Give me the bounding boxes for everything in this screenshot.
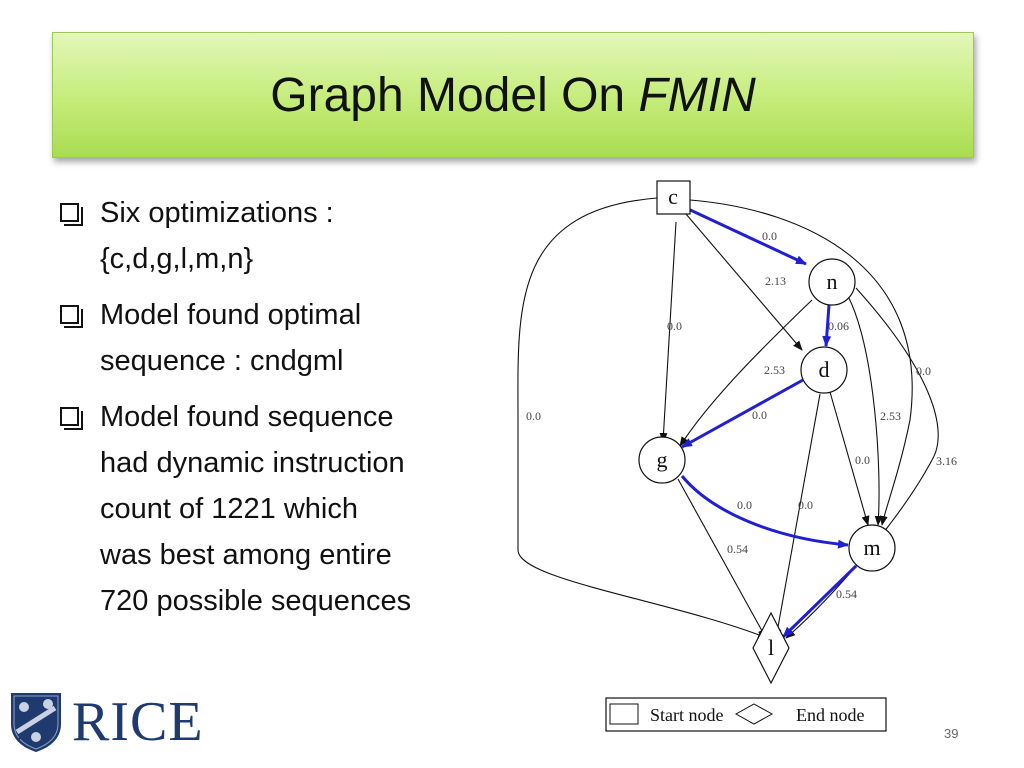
edge-label-c-m: 0.0 <box>916 364 931 378</box>
bullet-text: Model found sequence <box>100 401 394 433</box>
edge-n-g <box>679 299 813 447</box>
node-n: n <box>808 258 856 306</box>
checkbox-bullet-icon <box>60 305 79 324</box>
edge-n-m <box>847 295 883 526</box>
bullet-text: count of 1221 which <box>100 493 358 525</box>
edge-label-n-l: 3.16 <box>936 454 957 468</box>
node-d: d <box>800 346 848 394</box>
node-c: c <box>656 180 691 215</box>
edge-c-m <box>689 199 913 526</box>
edge-label-d-g: 0.0 <box>752 408 767 422</box>
checkbox-bullet-icon <box>60 203 79 222</box>
edge-n-d-highlight <box>822 304 832 347</box>
edge-label-c-d: 2.13 <box>765 274 786 288</box>
bullet-text: had dynamic instruction <box>100 447 405 479</box>
title-bar: Graph Model On FMIN <box>52 32 974 158</box>
checkbox-bullet-icon <box>60 407 79 426</box>
node-label: l <box>768 635 774 660</box>
edge-m-l-highlight <box>781 564 858 639</box>
bullet-list: Six optimizations : {c,d,g,l,m,n} Model … <box>58 190 508 634</box>
edge-label-d-m: 0.0 <box>855 453 870 467</box>
node-g: g <box>638 436 686 484</box>
bullet-text: sequence : cndgml <box>100 345 344 377</box>
rice-logo: RICE <box>8 690 204 754</box>
legend-end-label: End node <box>796 705 864 725</box>
slide-title: Graph Model On FMIN <box>270 68 756 123</box>
bullet-text: was best among entire <box>100 539 392 571</box>
edge-label-g-m: 0.0 <box>737 498 752 512</box>
edge-label-c-n: 0.0 <box>762 229 777 243</box>
edge-d-l <box>773 393 821 639</box>
edge-label-c-g: 0.0 <box>667 319 682 333</box>
node-m: m <box>848 524 896 572</box>
edge-label-n-m: 2.53 <box>880 409 901 423</box>
edge-c-d <box>685 213 803 351</box>
legend-end-diamond-icon <box>734 703 774 725</box>
edge-n-l <box>785 287 939 639</box>
edge-c-n-highlight <box>685 206 807 266</box>
legend-start-label: Start node <box>650 705 724 725</box>
edge-label-m-l: 0.54 <box>836 587 857 601</box>
edge-label-n-d: 0.06 <box>828 319 849 333</box>
bullet-item: Model found optimal sequence : cndgml <box>58 292 508 384</box>
edge-c-l <box>517 197 768 639</box>
edge-label-n-g: 2.53 <box>764 363 785 377</box>
bullet-text: Six optimizations : <box>100 197 334 229</box>
slide-title-main: Graph Model On <box>270 68 639 122</box>
edge-d-g-highlight <box>681 378 804 449</box>
graph-diagram: 0.0 2.13 0.0 0.0 0.0 0.06 2.53 2.53 3.16… <box>517 180 957 732</box>
edge-label-d-l: 0.0 <box>798 498 813 512</box>
rice-logo-text: RICE <box>72 691 204 753</box>
node-label: n <box>827 269 838 294</box>
bullet-text: 720 possible sequences <box>100 585 412 617</box>
edge-g-l <box>677 478 767 639</box>
edge-g-m-highlight <box>680 475 849 549</box>
edge-c-g <box>659 221 677 443</box>
node-label: m <box>863 535 880 560</box>
rice-shield-icon <box>11 693 61 752</box>
page-number: 39 <box>944 726 959 741</box>
node-label: d <box>819 357 830 382</box>
edge-label-g-l: 0.54 <box>727 542 748 556</box>
node-label: c <box>668 184 678 209</box>
bullet-text: {c,d,g,l,m,n} <box>100 243 254 275</box>
legend: Start node End node <box>605 697 887 732</box>
slide-title-italic: FMIN <box>638 68 756 122</box>
edge-label-c-l: 0.0 <box>526 409 541 423</box>
bullet-item: Model found sequence had dynamic instruc… <box>58 394 508 624</box>
bullet-item: Six optimizations : {c,d,g,l,m,n} <box>58 190 508 282</box>
node-l: l <box>752 611 790 685</box>
node-label: g <box>657 447 668 472</box>
edge-d-m <box>829 391 870 526</box>
bullet-text: Model found optimal <box>100 299 362 331</box>
